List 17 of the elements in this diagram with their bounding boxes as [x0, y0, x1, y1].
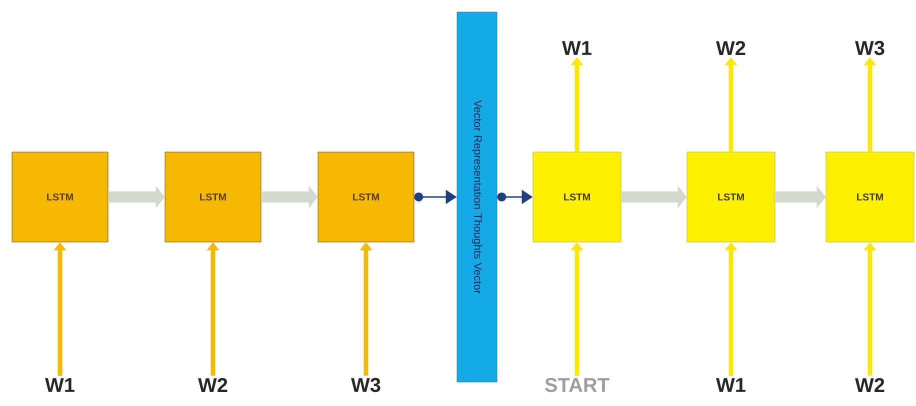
- lstm-box: LSTM: [532, 152, 622, 242]
- word-label: W2: [198, 378, 228, 392]
- lstm-box: LSTM: [318, 152, 414, 242]
- start-label: START: [545, 378, 610, 392]
- lstm-box: LSTM: [164, 152, 262, 242]
- lstm-box: LSTM: [826, 152, 914, 242]
- word-label: W1: [716, 378, 746, 392]
- word-label: W1: [562, 41, 592, 55]
- word-label: W3: [351, 378, 380, 392]
- lstm-box: LSTM: [12, 152, 108, 242]
- word-label: W3: [855, 40, 884, 56]
- lstm-box: LSTM: [686, 152, 776, 242]
- bar-text: Vector Representation Thoughts Vector: [472, 100, 482, 294]
- word-label: W1: [45, 378, 74, 392]
- word-label: W2: [716, 41, 746, 55]
- word-label: W2: [855, 378, 884, 392]
- vector-bar: [456, 12, 498, 382]
